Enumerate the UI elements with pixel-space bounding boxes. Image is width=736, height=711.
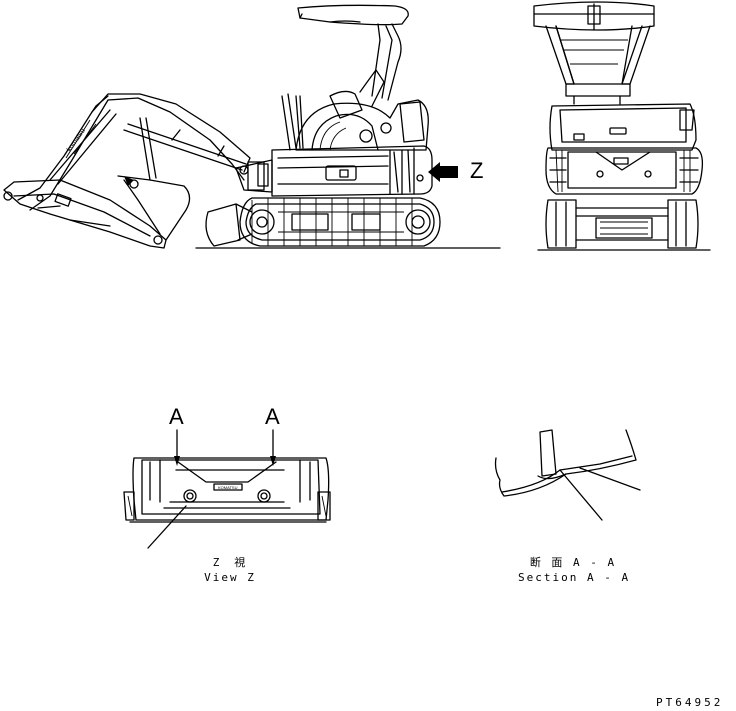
view-z-caption-en: View Z (204, 571, 256, 584)
section-a-a-caption-en: Section A - A (518, 571, 631, 584)
section-a-a-detail (494, 429, 641, 521)
view-z-caption-jp: Z 視 (212, 556, 248, 569)
drawing-number: PT64952 (656, 696, 724, 709)
down-arrow-icon (174, 456, 180, 466)
down-arrow-icon (270, 456, 276, 466)
excavator-side-view: komatsu (3, 4, 501, 249)
view-z-detail: KOMATSU (123, 429, 331, 549)
excavator-rear-view (533, 1, 711, 251)
section-marker-right: A (265, 404, 280, 429)
svg-text:KOMATSU: KOMATSU (218, 485, 238, 490)
section-marker-left: A (169, 404, 184, 429)
left-arrow-icon (428, 162, 458, 182)
view-letter-label: Z (470, 158, 484, 183)
view-z-arrow (428, 162, 458, 182)
section-a-a-caption-jp: 断 面 A - A (529, 556, 617, 569)
